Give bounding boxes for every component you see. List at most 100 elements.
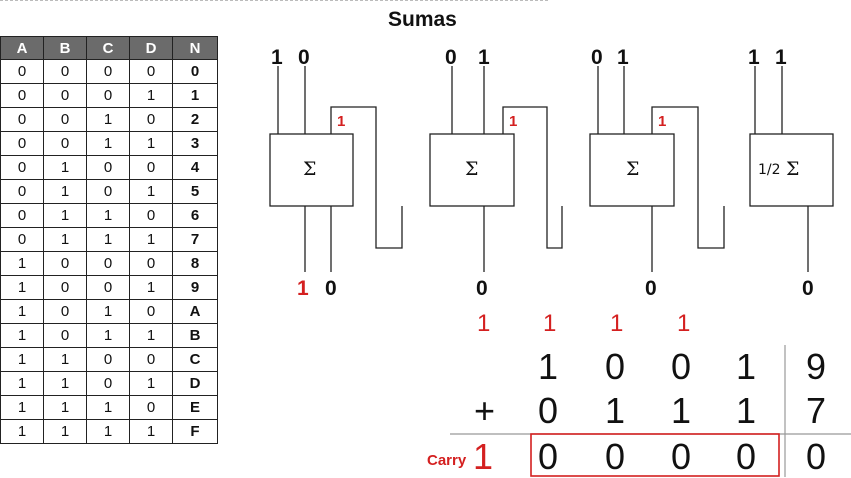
bit-cell: 1 [43, 203, 87, 228]
column-header: D [129, 36, 173, 60]
bit-cell: 1 [129, 83, 173, 108]
addend1-digit: 0 [605, 346, 626, 387]
hex-value-cell: 7 [172, 227, 218, 252]
hex-value-cell: A [172, 299, 218, 324]
plus-sign: + [474, 390, 496, 431]
bit-cell: 0 [86, 83, 130, 108]
hex-value-cell: C [172, 347, 218, 372]
carry-digit: 1 [677, 310, 691, 337]
bit-cell: 1 [0, 299, 44, 324]
bit-cell: 1 [0, 419, 44, 444]
bit-cell: 0 [86, 251, 130, 276]
bit-cell: 0 [0, 83, 44, 108]
bit-cell: 0 [86, 347, 130, 372]
bit-cell: 1 [129, 419, 173, 444]
hex-value-cell: E [172, 395, 218, 420]
bit-cell: 1 [0, 251, 44, 276]
carry-label: Carry [427, 452, 467, 469]
page-title: Sumas [388, 8, 457, 31]
bit-cell: 0 [129, 347, 173, 372]
hex-value-cell: 6 [172, 203, 218, 228]
final-carry-output: 1 [297, 277, 309, 300]
bit-cell: 0 [0, 107, 44, 132]
input-bit: 1 [617, 46, 629, 69]
bit-cell: 0 [129, 59, 173, 84]
carry-digit: 1 [610, 310, 624, 337]
input-bit: 0 [591, 46, 603, 69]
result-highlight-box [530, 433, 780, 477]
sum-output: 0 [802, 277, 814, 300]
hex-value-cell: 8 [172, 251, 218, 276]
input-bit: 1 [748, 46, 760, 69]
bit-cell: 1 [129, 275, 173, 300]
hex-value-cell: 2 [172, 107, 218, 132]
bit-cell: 1 [86, 203, 130, 228]
hex-value-cell: 4 [172, 155, 218, 180]
result-digit: 0 [671, 436, 692, 477]
bit-cell: 0 [0, 179, 44, 204]
bit-cell: 1 [86, 323, 130, 348]
addend1-decimal: 9 [806, 346, 827, 387]
sum-output: 0 [645, 277, 657, 300]
bit-cell: 1 [43, 419, 87, 444]
bit-cell: 1 [86, 395, 130, 420]
bit-cell: 0 [129, 395, 173, 420]
addend1-digit: 1 [538, 346, 559, 387]
bit-cell: 0 [43, 323, 87, 348]
bit-cell: 0 [129, 251, 173, 276]
addend2-digit: 0 [538, 390, 559, 431]
hex-value-cell: D [172, 371, 218, 396]
carry-digit: 1 [543, 310, 557, 337]
bit-cell: 1 [86, 227, 130, 252]
addend1-digit: 1 [736, 346, 757, 387]
hex-value-cell: B [172, 323, 218, 348]
column-header: C [86, 36, 130, 60]
carry-in-label: 1 [337, 113, 346, 130]
full-adder-2 [429, 133, 515, 207]
carry-wire-4-to-3 [651, 106, 725, 249]
top-divider [0, 0, 548, 1]
addend2-decimal: 7 [806, 390, 827, 431]
bit-cell: 1 [0, 347, 44, 372]
bit-cell: 0 [43, 83, 87, 108]
addend1-digit: 0 [671, 346, 692, 387]
result-digit: 0 [538, 436, 559, 477]
full-adder-3 [589, 133, 675, 207]
result-decimal: 0 [806, 436, 827, 477]
hex-value-cell: 5 [172, 179, 218, 204]
carry-in-label: 1 [509, 113, 518, 130]
bit-cell: 0 [129, 203, 173, 228]
addend2-digit: 1 [605, 390, 626, 431]
input-bit: 0 [445, 46, 457, 69]
bit-cell: 0 [43, 275, 87, 300]
bit-cell: 0 [43, 107, 87, 132]
sum-output: 0 [325, 277, 337, 300]
bit-cell: 0 [0, 155, 44, 180]
input-bit: 1 [478, 46, 490, 69]
sum-symbol: Σ [303, 158, 317, 180]
hex-value-cell: 9 [172, 275, 218, 300]
sum-symbol: Σ [465, 158, 479, 180]
bit-cell: 0 [0, 59, 44, 84]
hex-value-cell: 0 [172, 59, 218, 84]
carry-digit: 1 [477, 310, 491, 337]
bit-cell: 1 [86, 419, 130, 444]
column-header: B [43, 36, 87, 60]
result-digit: 0 [736, 436, 757, 477]
column-header: N [172, 36, 218, 60]
input-bit: 1 [775, 46, 787, 69]
